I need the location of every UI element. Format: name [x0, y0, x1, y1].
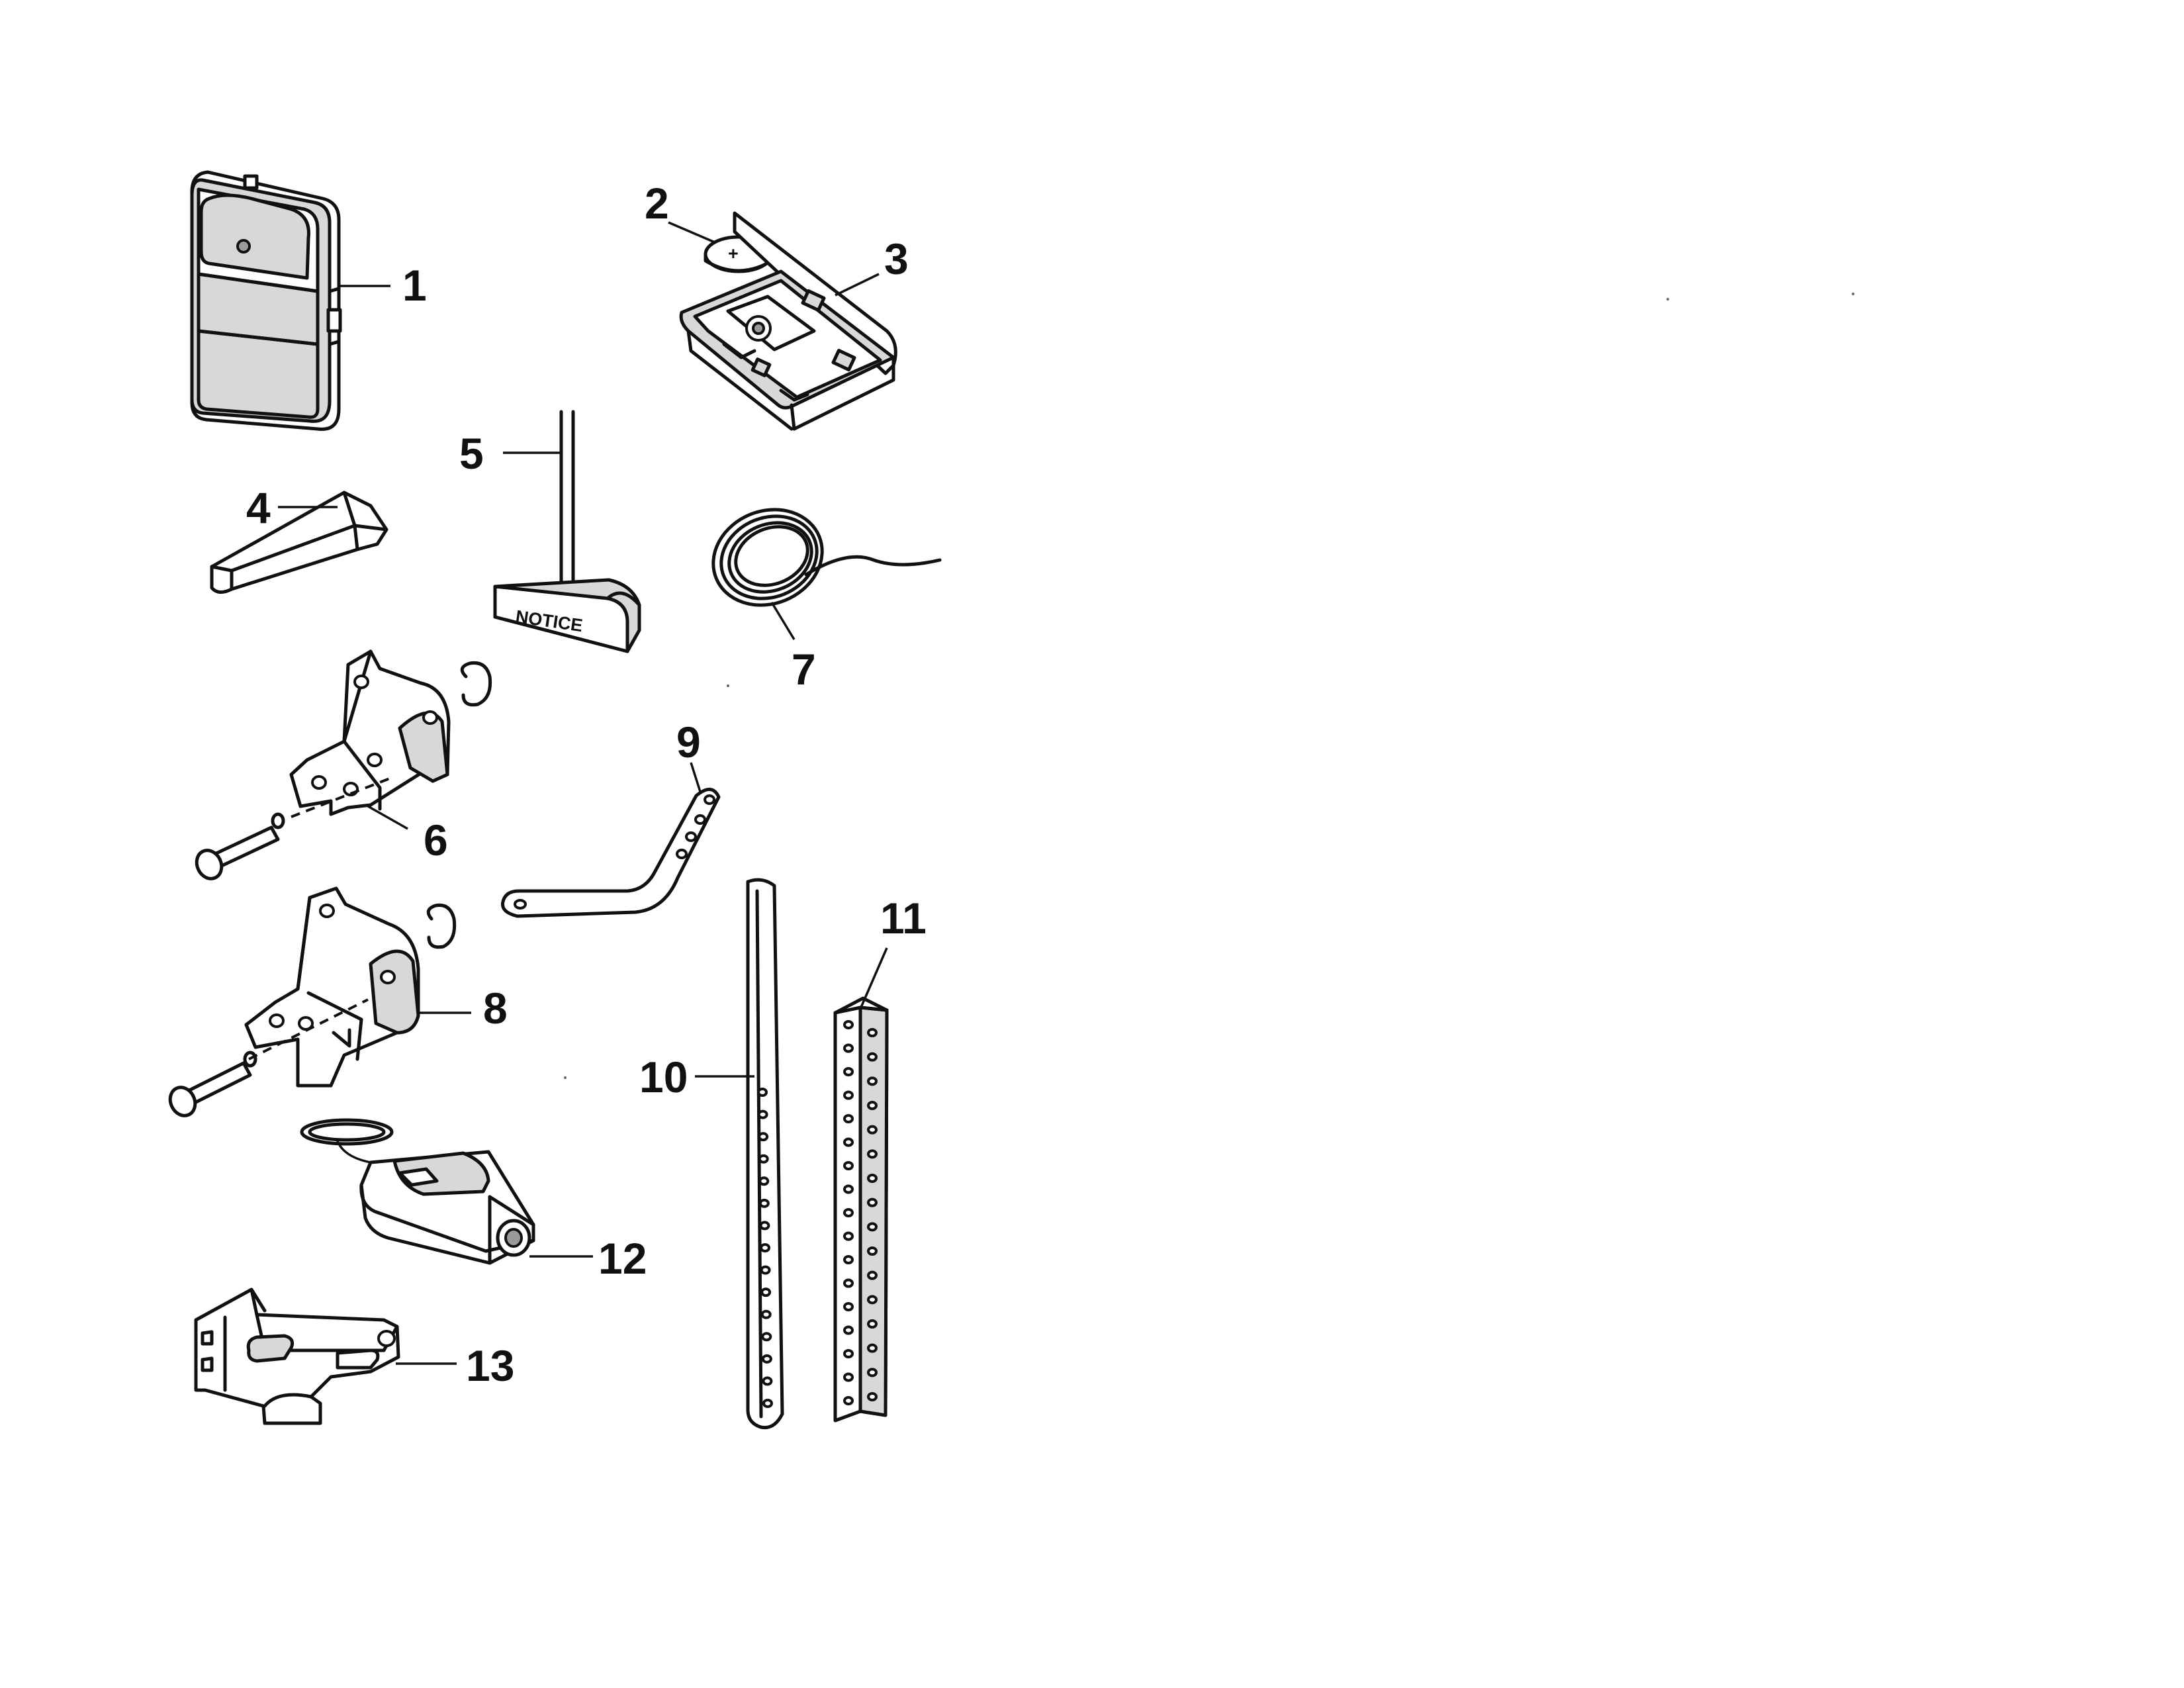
- clevis-pin-6: [195, 812, 285, 880]
- part-4-visor-clip: [210, 491, 388, 594]
- arm-11-hole: [843, 1278, 854, 1288]
- arm-11-hole: [843, 1184, 854, 1194]
- arm-10-hole: [760, 1288, 772, 1297]
- callout-4: 4: [246, 483, 271, 532]
- arm-10-hole: [758, 1154, 769, 1164]
- arm-11-hole: [867, 1295, 878, 1305]
- callout-9: 9: [676, 718, 701, 767]
- callout-10: 10: [639, 1053, 688, 1102]
- part-8-door-bracket: [168, 886, 471, 1117]
- callout-1: 1: [402, 261, 427, 310]
- callout-6: 6: [424, 816, 448, 865]
- arm-11-hole: [867, 1101, 878, 1110]
- arm-11-hole: [843, 1114, 854, 1123]
- arm-10-hole: [758, 1198, 770, 1208]
- part-5-release-rope-handle: NOTICE: [493, 410, 641, 653]
- arm-11-hole: [867, 1343, 878, 1353]
- arm-11-hole: [843, 1325, 854, 1335]
- arm-11-hole: [843, 1208, 854, 1217]
- part-7-bell-wire: [711, 508, 942, 640]
- arm-10-hole: [761, 1354, 772, 1364]
- arm-11-hole: [843, 1231, 854, 1241]
- arm-11-hole: [867, 1270, 878, 1280]
- arm-11-hole: [867, 1076, 878, 1086]
- arm-11-hole: [867, 1368, 878, 1378]
- arm-11-hole: [867, 1174, 878, 1183]
- arm-10-hole: [757, 1109, 768, 1119]
- arm-10-holes: [757, 1088, 773, 1408]
- arm-11-hole: [843, 1396, 854, 1405]
- callout-7: 7: [792, 645, 816, 694]
- arm-11-hole: [867, 1197, 878, 1207]
- callout-2: 2: [645, 179, 669, 228]
- arm-10-hole: [762, 1376, 773, 1386]
- arm-11-hole: [867, 1392, 878, 1401]
- arm-10-hole: [758, 1176, 770, 1186]
- callout-12: 12: [598, 1234, 647, 1283]
- part-6-door-bracket: [195, 649, 492, 880]
- arm-10-hole: [759, 1221, 770, 1231]
- arm-11-hole: [867, 1052, 878, 1062]
- callout-3: 3: [884, 234, 909, 283]
- part-3-remote-case: [679, 211, 897, 431]
- arm-11-hole: [843, 1043, 854, 1053]
- part-12-safety-sensor: [300, 1118, 593, 1265]
- part-13-sensor-bracket: [194, 1288, 457, 1425]
- callout-5: 5: [459, 429, 484, 478]
- arm-11-hole: [843, 1067, 854, 1076]
- arm-11-hole: [843, 1372, 854, 1382]
- arm-11-hole: [867, 1125, 878, 1135]
- callout-11: 11: [880, 894, 927, 943]
- arm-10-hole: [758, 1132, 769, 1142]
- part-1-remote-control: [190, 170, 390, 431]
- arm-11-hole: [867, 1149, 878, 1159]
- arm-11-hole: [843, 1302, 854, 1311]
- svg-text:+: +: [728, 244, 739, 263]
- arm-10-hole: [757, 1088, 768, 1097]
- part-10-straight-door-arm: [695, 878, 784, 1430]
- arm-11-hole: [843, 1255, 854, 1264]
- arm-11-hole: [843, 1349, 854, 1358]
- arm-11-hole: [843, 1090, 854, 1100]
- clevis-pin-8: [168, 1051, 257, 1117]
- arm-11-hole: [867, 1028, 878, 1037]
- arm-10-hole: [760, 1243, 770, 1252]
- arm-11-hole: [843, 1137, 854, 1147]
- arm-10-hole: [760, 1265, 771, 1275]
- arm-10-hole: [761, 1332, 772, 1342]
- callout-13: 13: [466, 1341, 514, 1390]
- arm-11-hole: [867, 1319, 878, 1329]
- arm-11-hole: [843, 1161, 854, 1170]
- callout-8: 8: [483, 984, 508, 1033]
- arm-11-holes: [843, 1020, 878, 1405]
- scan-specks: [564, 293, 1854, 1079]
- part-11-angle-iron-arm: [833, 947, 889, 1423]
- arm-11-hole: [867, 1222, 878, 1232]
- arm-11-hole: [843, 1020, 854, 1029]
- arm-11-hole: [867, 1246, 878, 1256]
- arm-10-hole: [762, 1399, 773, 1408]
- part-9-curved-door-arm: [500, 762, 721, 918]
- arm-10-hole: [760, 1309, 772, 1319]
